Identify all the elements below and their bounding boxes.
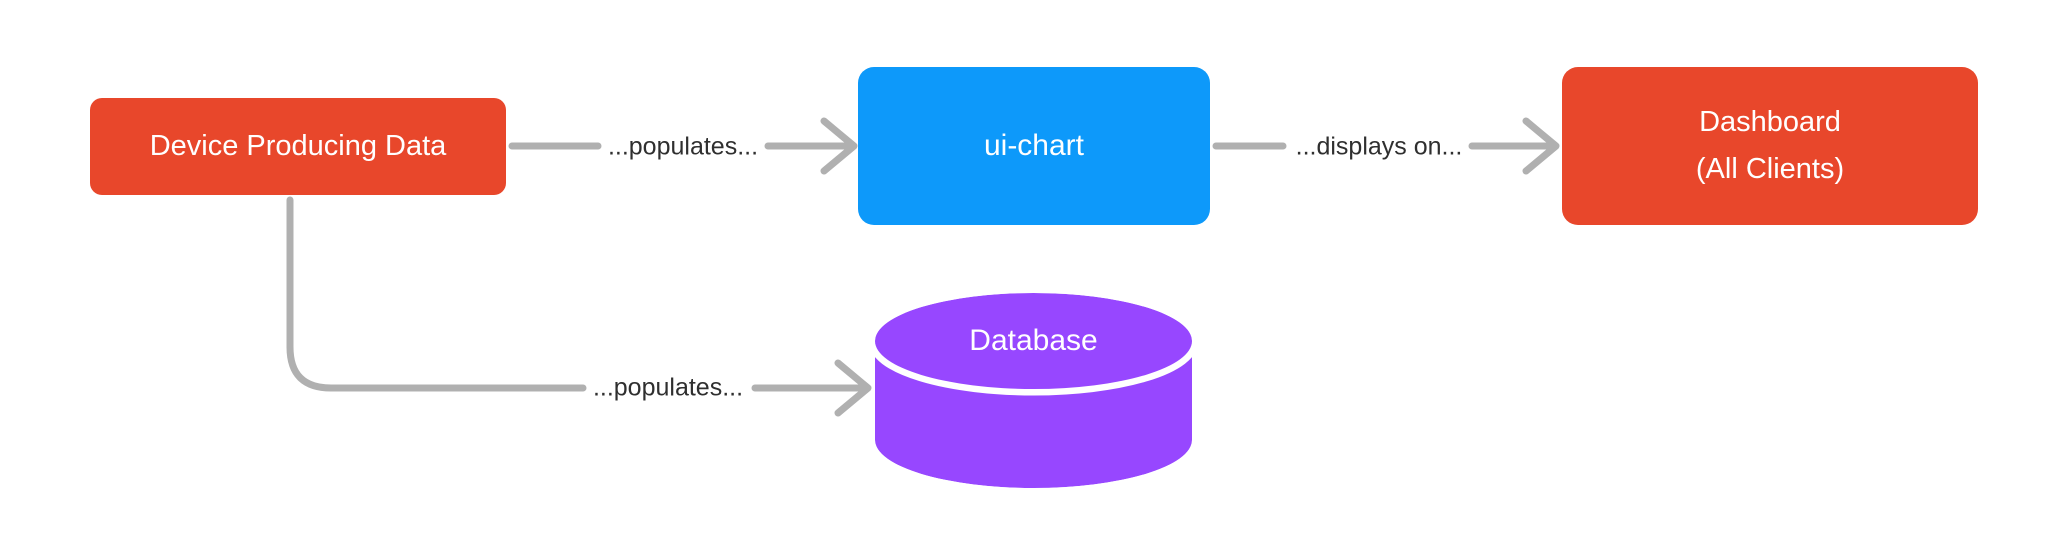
edge-device-to-database — [286, 196, 872, 417]
database-cylinder-icon — [875, 293, 1192, 488]
edge-label-displays-on: ...displays on... — [1291, 132, 1467, 162]
edge-elbow-segment — [286, 196, 587, 392]
edge-label-populates-top: ...populates... — [603, 132, 763, 162]
node-dashboard[interactable]: Dashboard (All Clients) — [1562, 67, 1978, 225]
edge-uichart-to-dashboard — [1212, 117, 1560, 175]
arrowhead-icon — [820, 117, 858, 175]
node-database-label: Database — [969, 324, 1098, 357]
node-dashboard-label-line2: (All Clients) — [1695, 153, 1845, 185]
node-database[interactable]: Database — [875, 293, 1192, 488]
node-ui-chart-label: ui-chart — [983, 129, 1085, 162]
node-device-label: Device Producing Data — [149, 130, 447, 162]
edge-label-populates-bottom: ...populates... — [588, 373, 748, 403]
node-ui-chart[interactable]: ui-chart — [858, 67, 1210, 225]
arrowhead-icon — [834, 359, 872, 417]
arrowhead-icon — [1522, 117, 1560, 175]
node-dashboard-label-line1: Dashboard — [1699, 106, 1841, 138]
node-device-producing-data[interactable]: Device Producing Data — [90, 98, 506, 195]
edge-device-to-uichart — [508, 117, 858, 175]
cylinder-lid — [875, 293, 1192, 389]
cylinder-body — [875, 341, 1192, 488]
